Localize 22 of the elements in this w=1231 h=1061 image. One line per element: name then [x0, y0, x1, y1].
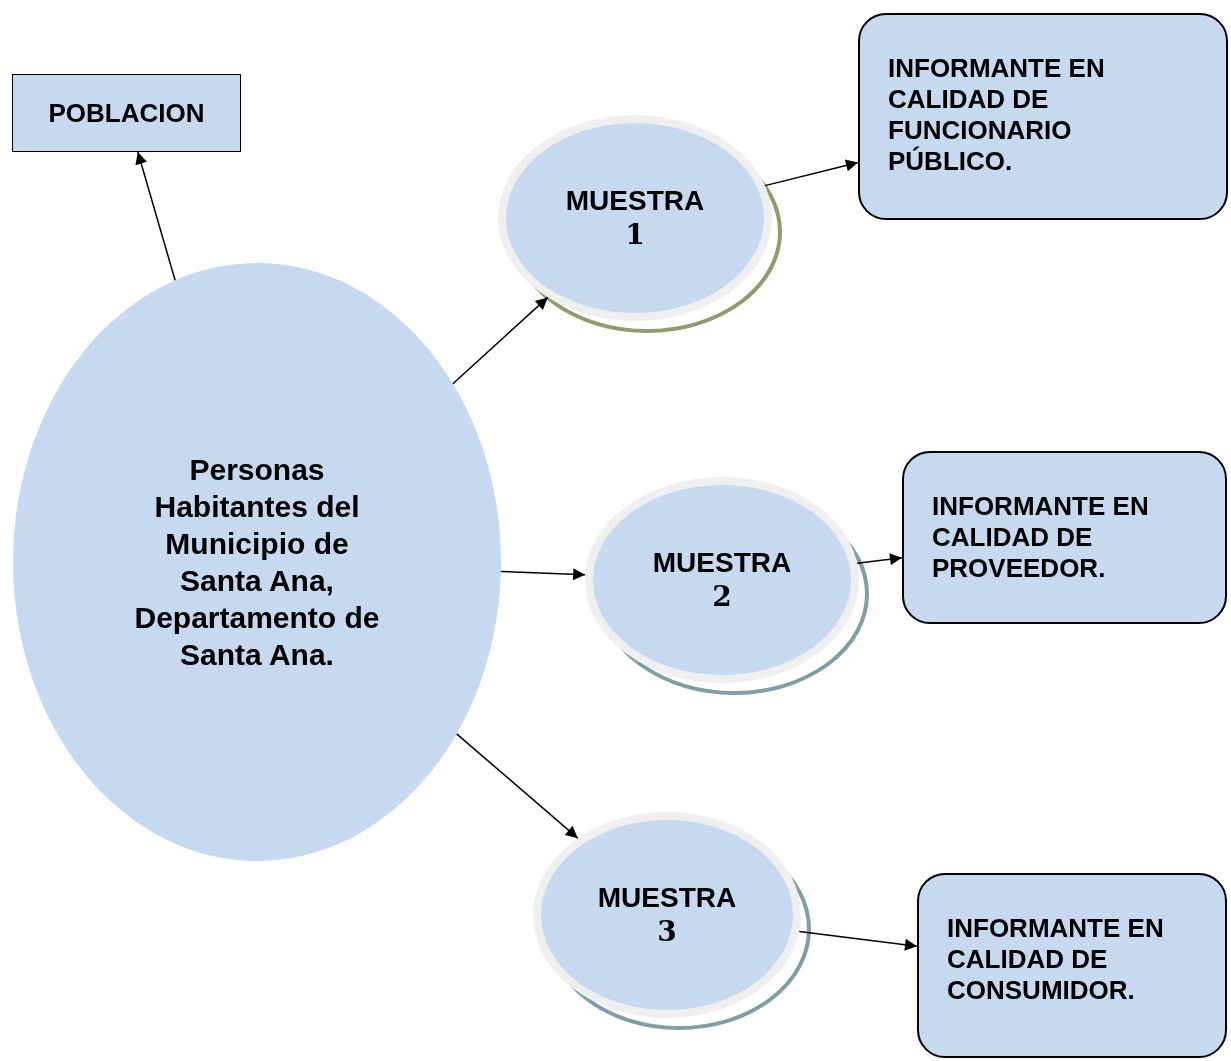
arrow — [452, 296, 549, 385]
node-label: MUESTRA — [597, 881, 737, 915]
node-number: 3 — [657, 915, 677, 949]
node-number: 2 — [712, 580, 732, 614]
node-label: POBLACION — [48, 96, 205, 130]
arrow — [455, 733, 579, 839]
node-label: INFORMANTE EN CALIDAD DE PROVEEDOR. — [932, 491, 1150, 584]
process-box — [12, 74, 241, 152]
node-label: INFORMANTE EN CALIDAD DE FUNCIONARIO PÚBLICO. — [888, 53, 1106, 177]
rounded-box — [858, 13, 1228, 220]
node-label: MUESTRA — [565, 184, 705, 218]
rounded-box — [917, 873, 1227, 1058]
node-label: INFORMANTE EN CALIDAD DE CONSUMIDOR. — [947, 913, 1165, 1006]
node-label: MUESTRA — [652, 546, 792, 580]
arrow — [856, 553, 903, 566]
node-label: Personas Habitantes del Municipio de Santa Ana, Departamento de Santa Ana. — [133, 452, 381, 673]
arrow — [135, 151, 176, 282]
arrow — [798, 930, 918, 951]
rounded-box — [902, 451, 1227, 624]
arrow — [764, 159, 859, 187]
arrow — [500, 568, 586, 581]
node-number: 1 — [625, 218, 645, 252]
